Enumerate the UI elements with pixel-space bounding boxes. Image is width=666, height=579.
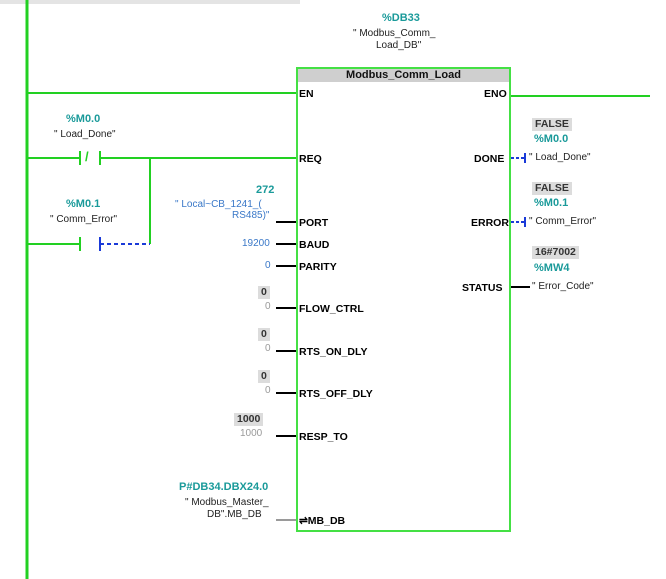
rts-off-dly-monitor: 0 [258, 370, 270, 383]
port-monitor-value: 272 [256, 184, 275, 196]
done-address[interactable]: %M0.0 [534, 133, 569, 145]
error-tag[interactable]: " Comm_Error" [529, 216, 597, 227]
mb-db-address[interactable]: P#DB34.DBX24.0 [179, 481, 269, 493]
mb-db-tag-line1[interactable]: " Modbus_Master_ [185, 497, 269, 508]
pin-req[interactable]: REQ [299, 153, 322, 165]
done-monitor: FALSE [532, 118, 572, 131]
error-monitor: FALSE [532, 182, 572, 195]
pin-eno[interactable]: ENO [484, 88, 507, 100]
pin-status[interactable]: STATUS [462, 282, 503, 294]
rts-on-dly-monitor: 0 [258, 328, 270, 341]
mb-db-tag-line2[interactable]: DB".MB_DB [207, 509, 262, 520]
pin-baud[interactable]: BAUD [299, 239, 330, 251]
editor-top-strip [0, 0, 300, 4]
status-monitor: 16#7002 [532, 246, 579, 259]
function-block[interactable]: Modbus_Comm_Load [296, 67, 511, 532]
pin-parity[interactable]: PARITY [299, 261, 337, 273]
pin-en[interactable]: EN [299, 88, 314, 100]
baud-value[interactable]: 19200 [242, 238, 270, 249]
resp-to-monitor: 1000 [234, 413, 264, 426]
negated-contact-icon[interactable]: / [85, 149, 89, 164]
comm-contact-address[interactable]: %M0.1 [66, 198, 101, 210]
pin-done[interactable]: DONE [474, 153, 505, 165]
rts-on-dly-value[interactable]: 0 [265, 343, 271, 354]
instance-db-name-line2[interactable]: Load_DB" [376, 40, 422, 51]
rts-off-dly-value[interactable]: 0 [265, 385, 271, 396]
parity-value[interactable]: 0 [265, 260, 271, 271]
error-address[interactable]: %M0.1 [534, 197, 569, 209]
comm-contact-tag[interactable]: " Comm_Error" [50, 214, 118, 225]
flow-ctrl-value[interactable]: 0 [265, 301, 271, 312]
resp-to-value[interactable]: 1000 [240, 428, 263, 439]
pin-rts-off-dly[interactable]: RTS_OFF_DLY [299, 388, 373, 400]
flow-ctrl-monitor: 0 [258, 286, 270, 299]
req-contact-tag[interactable]: " Load_Done" [54, 129, 116, 140]
pin-rts-on-dly[interactable]: RTS_ON_DLY [299, 346, 368, 358]
pin-resp-to[interactable]: RESP_TO [299, 431, 348, 443]
status-tag[interactable]: " Error_Code" [532, 281, 594, 292]
pin-error[interactable]: ERROR [471, 217, 509, 229]
instance-db-name-line1[interactable]: " Modbus_Comm_ [353, 28, 436, 39]
instance-db-address[interactable]: %DB33 [382, 12, 420, 24]
status-address[interactable]: %MW4 [534, 262, 570, 274]
done-tag[interactable]: " Load_Done" [529, 152, 591, 163]
pin-flow-ctrl[interactable]: FLOW_CTRL [299, 303, 364, 315]
block-title: Modbus_Comm_Load [298, 69, 509, 82]
pin-mb-db[interactable]: ⇌MB_DB [299, 515, 346, 527]
port-tag-line1[interactable]: " Local~CB_1241_( [175, 199, 262, 210]
port-tag-line2[interactable]: RS485)" [232, 210, 270, 221]
req-contact-address[interactable]: %M0.0 [66, 113, 101, 125]
pin-port[interactable]: PORT [299, 217, 329, 229]
